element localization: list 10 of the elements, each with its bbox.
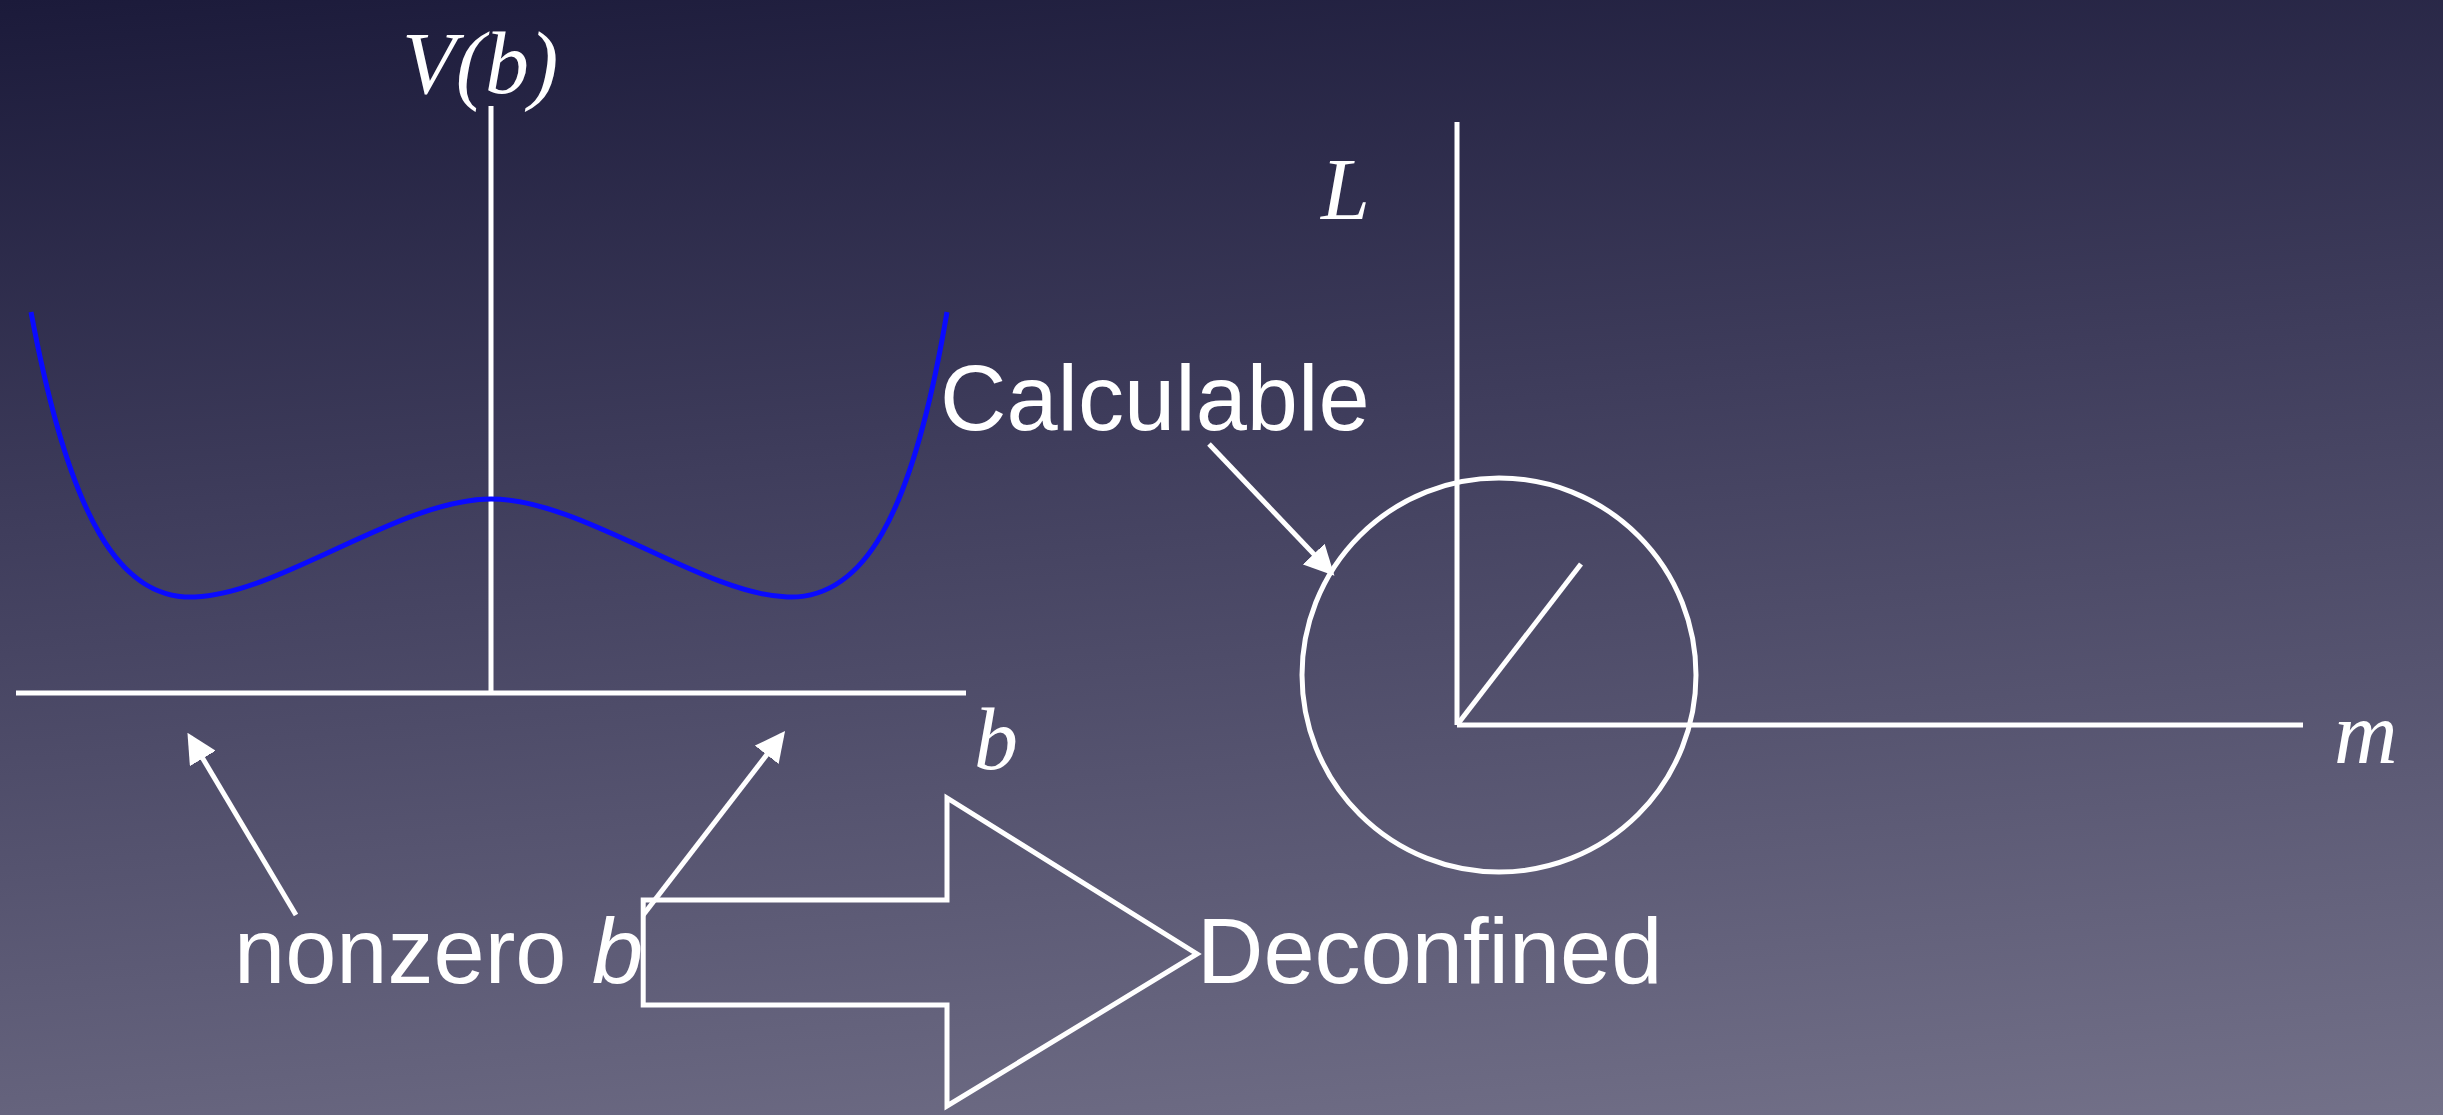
block-arrow <box>640 793 1202 1111</box>
axis-label: L <box>1321 146 1370 234</box>
region-label: Calculable <box>940 352 1370 444</box>
axis-label: m <box>2334 690 2398 778</box>
axis-label: b <box>974 696 1018 784</box>
annotation-text: nonzero b <box>234 905 644 997</box>
region-label: Deconfined <box>1197 905 1663 997</box>
arrow <box>1207 442 1335 576</box>
leader-arrow <box>187 732 299 917</box>
region-circle <box>1299 475 1699 875</box>
